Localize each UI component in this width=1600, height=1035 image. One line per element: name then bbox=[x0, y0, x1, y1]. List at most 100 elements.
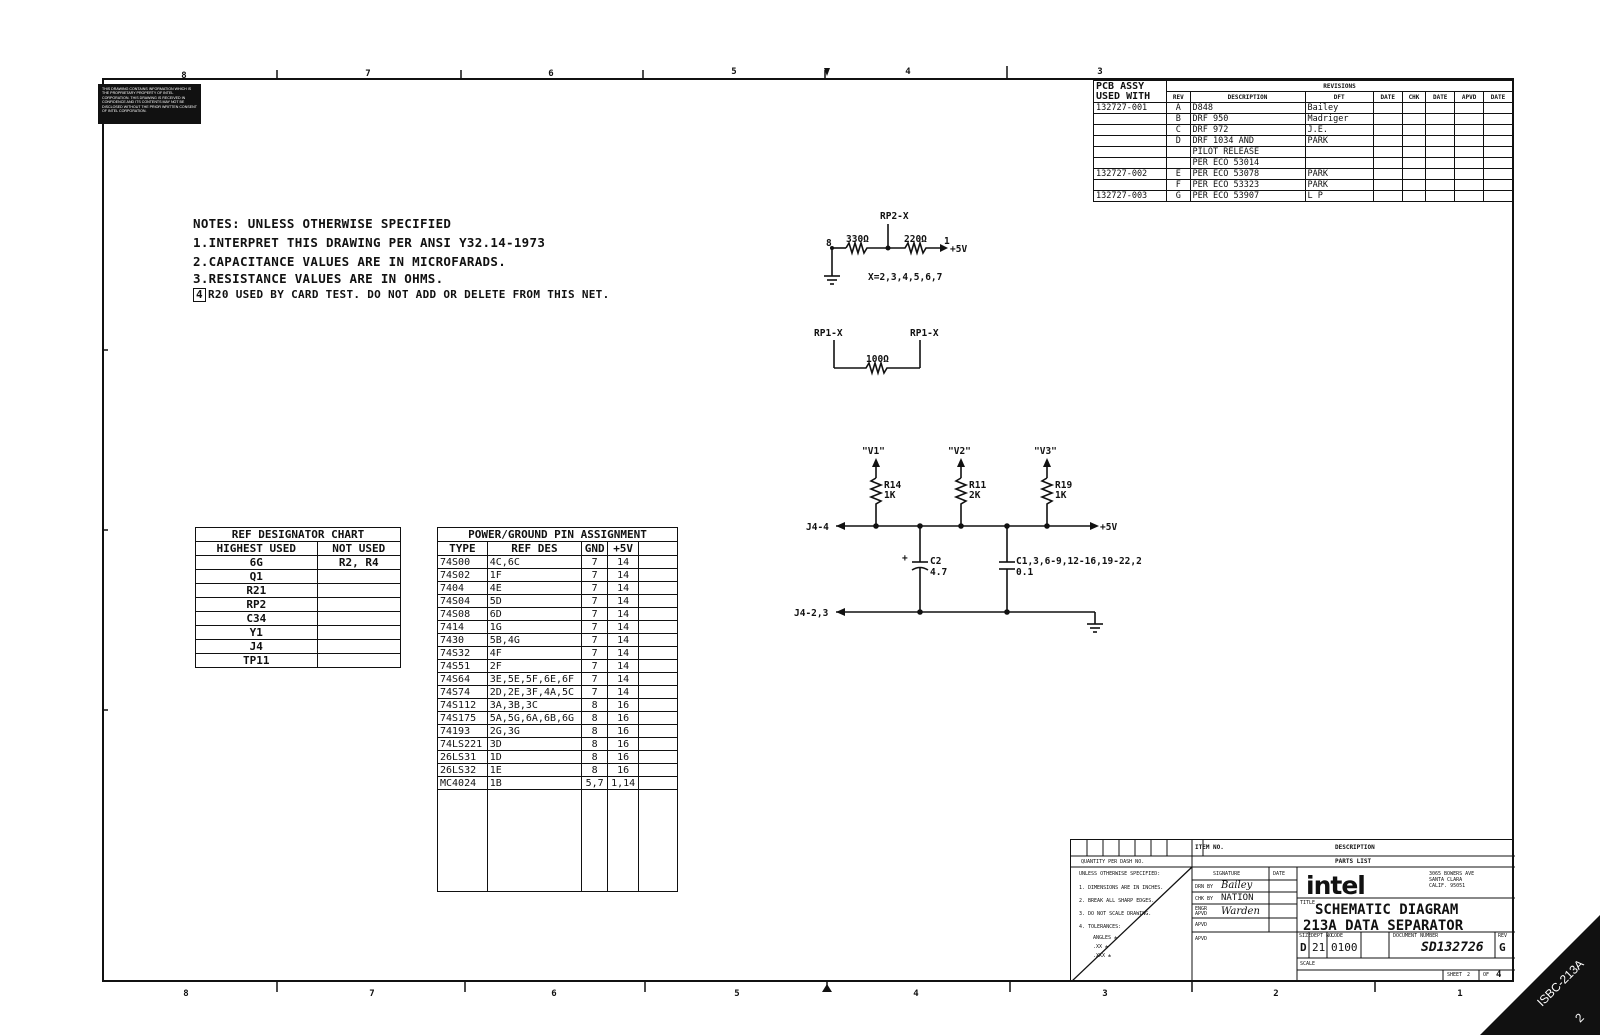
cell: L P bbox=[1304, 190, 1374, 202]
scale-label: SCALE bbox=[1300, 961, 1316, 967]
note-1: 1.INTERPRET THIS DRAWING PER ANSI Y32.14… bbox=[193, 235, 546, 250]
bus-plus5v-label: +5V bbox=[1100, 522, 1117, 533]
border-bottom-1: 1 bbox=[1457, 989, 1462, 999]
border-bottom-2: 2 bbox=[1273, 989, 1278, 999]
sheet-label: SHEET bbox=[1447, 972, 1463, 978]
border-bottom-6: 6 bbox=[551, 989, 556, 999]
table-row: PILOT RELEASE bbox=[1093, 146, 1513, 158]
of-label: OF bbox=[1483, 972, 1490, 978]
rp1-value: 100Ω bbox=[866, 354, 889, 365]
table-row: C34 bbox=[195, 611, 402, 626]
cell bbox=[638, 789, 678, 892]
cmulti-label: C1,3,6-9,12-16,19-22,2 bbox=[1016, 556, 1142, 567]
rp2-r1: 330Ω bbox=[846, 234, 869, 245]
cell bbox=[607, 789, 639, 892]
border-top-4: 4 bbox=[905, 67, 911, 77]
border-top-3: 3 bbox=[1097, 67, 1102, 77]
cell: TP11 bbox=[195, 653, 318, 668]
rp1-100-resistor-icon bbox=[834, 360, 920, 376]
rp2-x-values: X=2,3,4,5,6,7 bbox=[868, 272, 942, 283]
r19-label: R19 bbox=[1055, 480, 1072, 491]
chk-signature: NATION bbox=[1221, 893, 1254, 903]
pwr-col-5v: +5V bbox=[607, 541, 639, 556]
address-line: CALIF. 95051 bbox=[1429, 883, 1466, 889]
rp1-left-label: RP1-X bbox=[814, 328, 843, 339]
arrow-up-icon bbox=[872, 458, 880, 467]
rp2-pin1: 1 bbox=[944, 236, 950, 247]
border-bottom-7: 7 bbox=[369, 989, 374, 999]
arrow-left-icon bbox=[836, 608, 845, 616]
rev-value: G bbox=[1499, 941, 1506, 954]
chk-by-label: CHK BY bbox=[1195, 896, 1214, 902]
cell: 132727-003 bbox=[1093, 190, 1167, 202]
code-value: 0100 bbox=[1331, 941, 1358, 954]
r14-value: 1K bbox=[884, 490, 896, 501]
engr-signature: Warden bbox=[1221, 906, 1260, 917]
tol-line-4: 4. TOLERANCES: bbox=[1079, 924, 1122, 930]
r19-resistor-icon bbox=[1039, 477, 1055, 526]
cell bbox=[316, 653, 402, 668]
note-4-number: 4 bbox=[193, 288, 206, 302]
top-center-arrow-icon bbox=[824, 68, 830, 76]
r19-value: 1K bbox=[1055, 490, 1067, 501]
r11-resistor-icon bbox=[953, 477, 969, 526]
table-row: J4 bbox=[195, 639, 402, 654]
rp2-r2: 220Ω bbox=[904, 234, 927, 245]
intel-logo: intel bbox=[1306, 871, 1366, 900]
border-bottom-4: 4 bbox=[913, 989, 919, 999]
tol-line-2: 2. BREAK ALL SHARP EDGES. bbox=[1079, 898, 1155, 904]
rp1-right-label: RP1-X bbox=[910, 328, 939, 339]
sheet-value: 2 bbox=[1467, 972, 1471, 978]
tol-line-1: 1. DIMENSIONS ARE IN INCHES. bbox=[1079, 885, 1164, 891]
size-label: SIZE bbox=[1299, 933, 1312, 939]
apvd-label-2: APVD bbox=[1195, 936, 1208, 942]
j4-2-3-label: J4-2,3 bbox=[794, 608, 829, 619]
note-3: 3.RESISTANCE VALUES ARE IN OHMS. bbox=[193, 271, 444, 286]
power-ground-pin-table: POWER/GROUND PIN ASSIGNMENT TYPE REF DES… bbox=[437, 527, 678, 892]
arrow-up-icon bbox=[1043, 458, 1051, 467]
apvd-label-1: APVD bbox=[1195, 922, 1208, 928]
cell: 7 bbox=[581, 633, 609, 647]
border-bottom-5: 5 bbox=[734, 989, 739, 999]
item-no-label: ITEM NO. bbox=[1195, 844, 1224, 851]
border-top-6: 6 bbox=[548, 69, 553, 79]
parts-list-label: PARTS LIST bbox=[1335, 858, 1372, 865]
code-label: CODE bbox=[1331, 933, 1344, 939]
cell bbox=[437, 789, 488, 892]
cmulti-value: 0.1 bbox=[1016, 567, 1033, 578]
notes-heading: NOTES: UNLESS OTHERWISE SPECIFIED bbox=[193, 216, 452, 231]
dept-label: DEPT NO. bbox=[1311, 933, 1336, 939]
address-line: 3065 BOWERS AVE bbox=[1429, 871, 1475, 877]
tol-line-3: 3. DO NOT SCALE DRAWING. bbox=[1079, 911, 1152, 917]
arrow-right-icon bbox=[1090, 522, 1099, 530]
tol-line-5: ANGLES ± bbox=[1093, 935, 1118, 941]
arrow-left-icon bbox=[836, 522, 845, 530]
c2-label: C2 bbox=[930, 556, 941, 567]
arrow-up-icon bbox=[957, 458, 965, 467]
used-with-label: USED WITH bbox=[1096, 90, 1151, 102]
c2-value: 4.7 bbox=[930, 567, 947, 578]
title-block-grid bbox=[1071, 840, 1515, 982]
unless-label: UNLESS OTHERWISE SPECIFIED: bbox=[1079, 871, 1161, 877]
title-block: ITEM NO. DESCRIPTION PARTS LIST QUANTITY… bbox=[1070, 839, 1515, 982]
pwr-col-type: TYPE bbox=[437, 541, 488, 556]
pwr-col-gnd: GND bbox=[581, 541, 609, 556]
border-top-5: 5 bbox=[731, 67, 736, 77]
tol-line-6: .XX ± bbox=[1093, 944, 1109, 950]
rp2-330-resistor-icon bbox=[845, 240, 888, 256]
size-value: D bbox=[1300, 941, 1307, 954]
note-2: 2.CAPACITANCE VALUES ARE IN MICROFARADS. bbox=[193, 254, 507, 269]
rp2-plus5v: +5V bbox=[950, 244, 967, 255]
